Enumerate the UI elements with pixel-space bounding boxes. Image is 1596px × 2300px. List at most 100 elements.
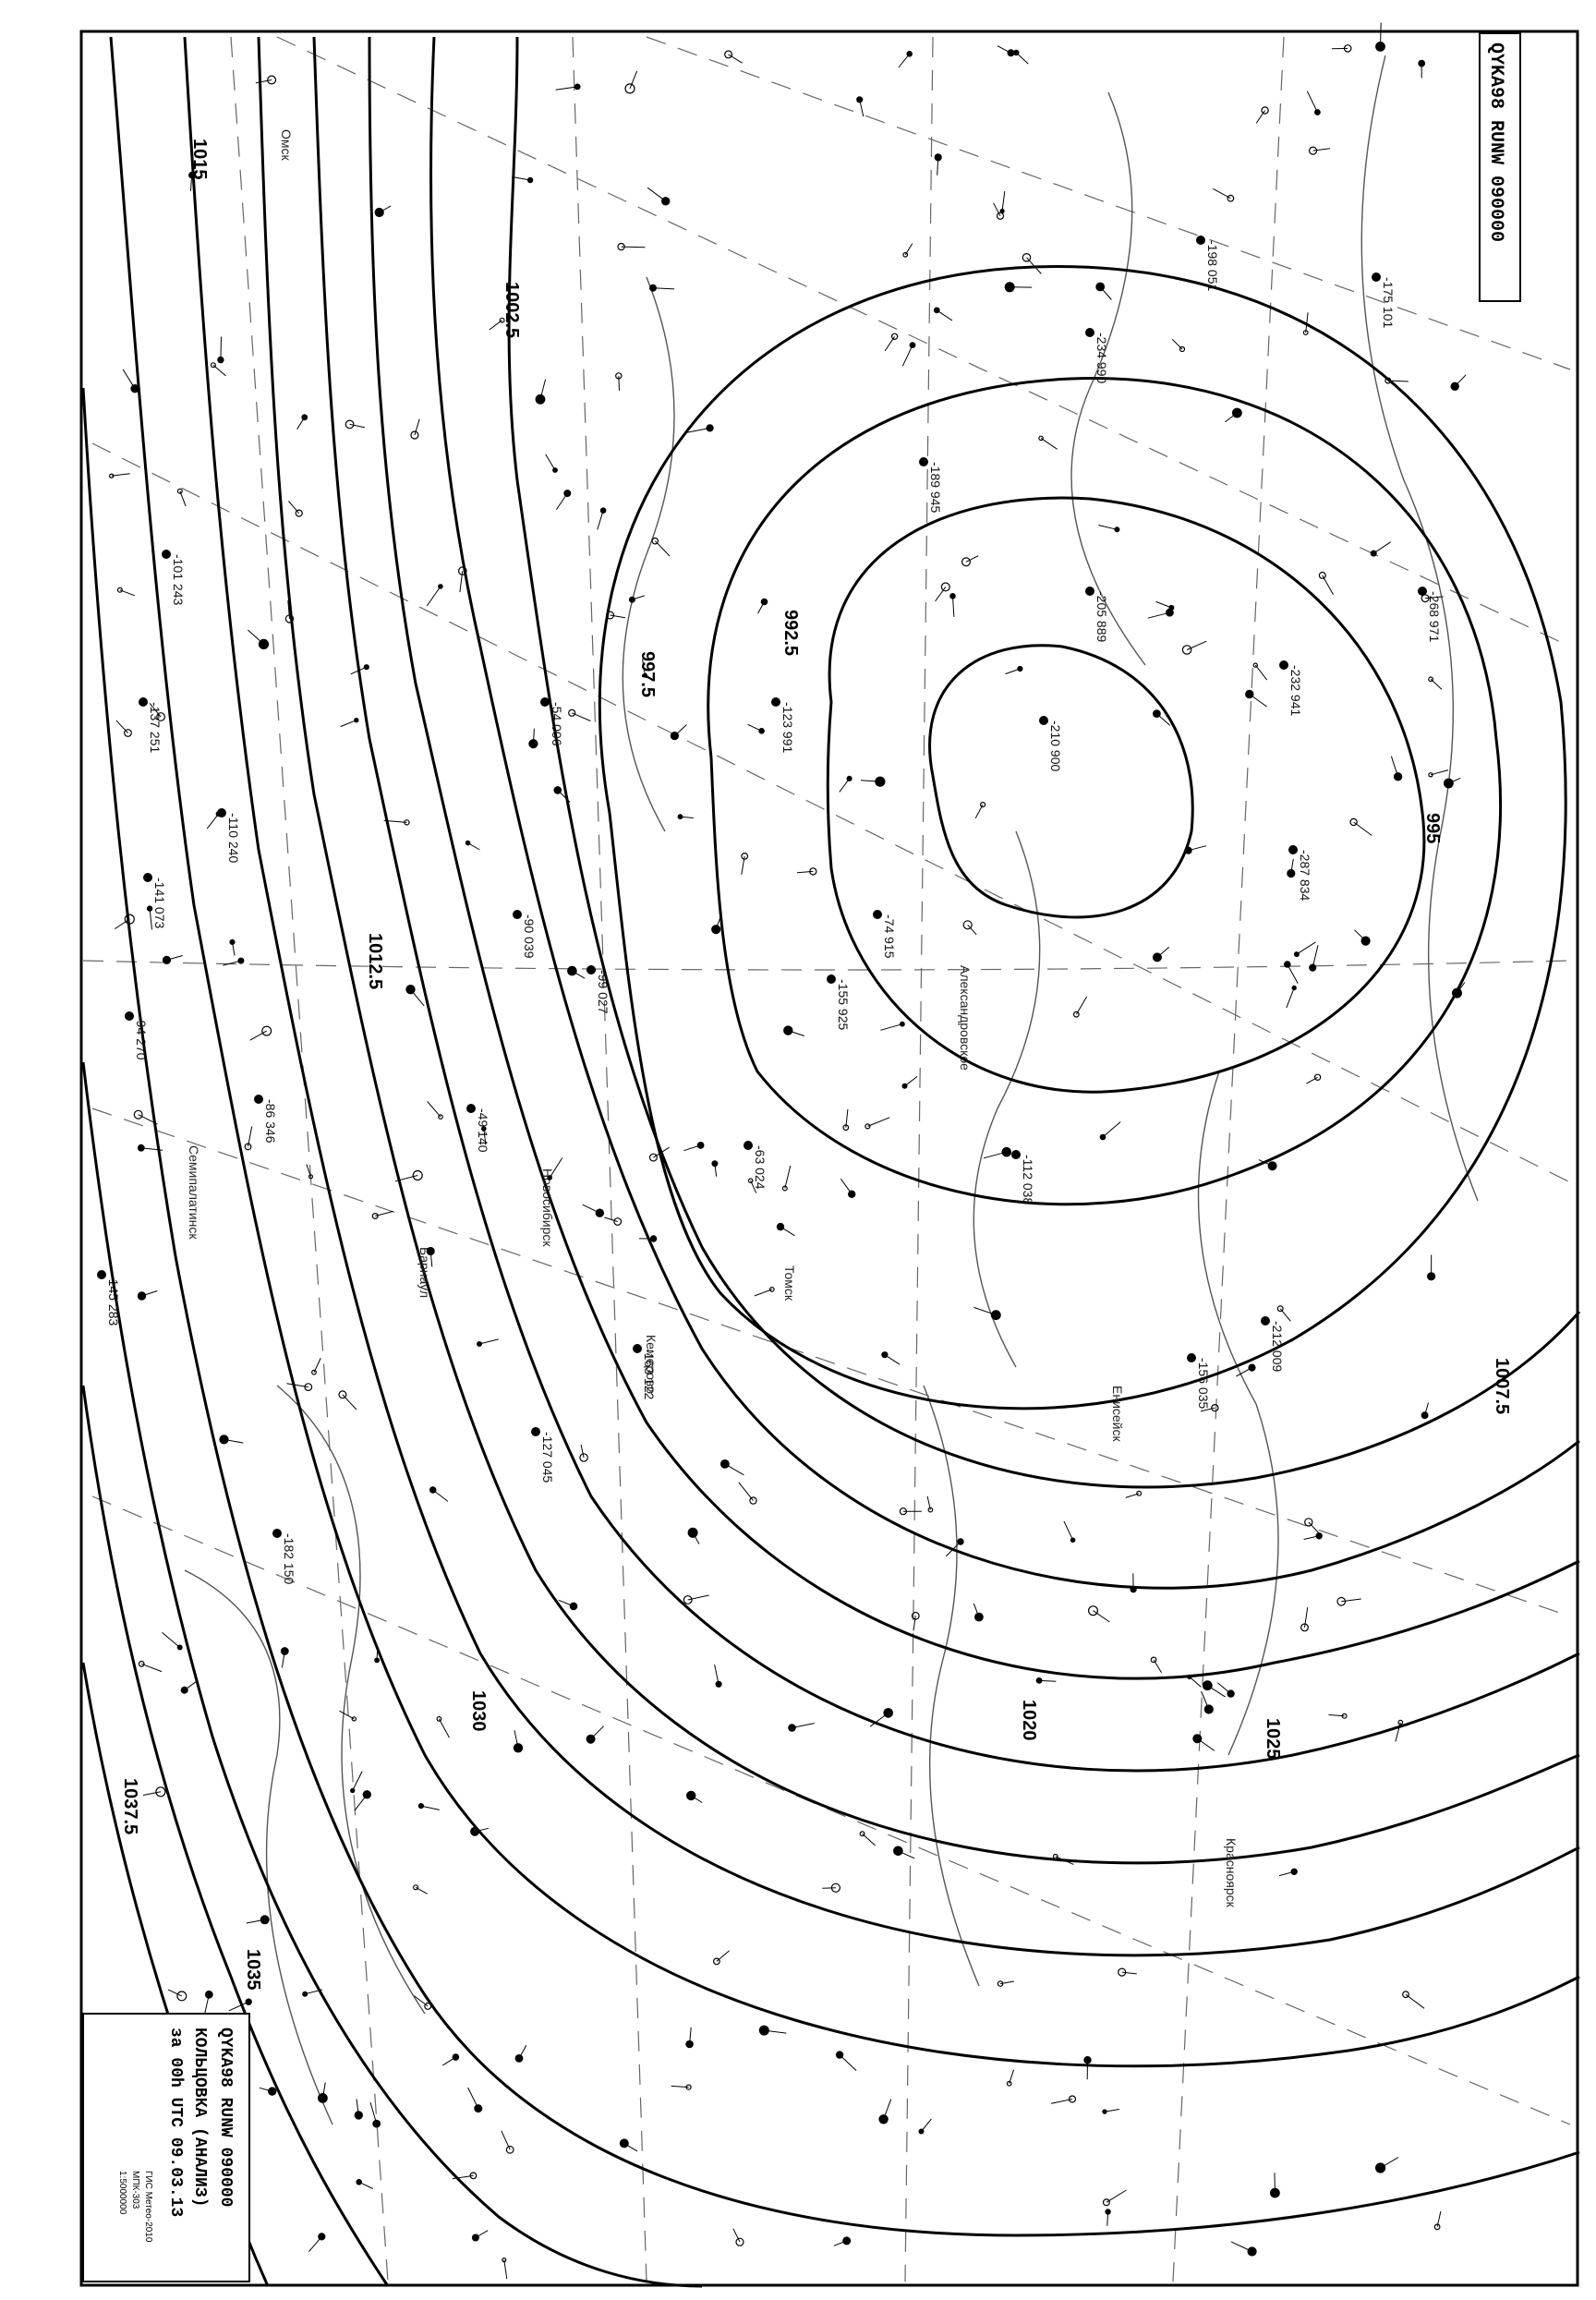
wind-barb xyxy=(115,720,128,733)
station-dot xyxy=(295,509,303,517)
isobar-label: 1007.5 xyxy=(1492,1358,1512,1414)
station-dot xyxy=(351,1716,357,1722)
wind-barb xyxy=(394,1175,418,1182)
station-plot: -90 039 xyxy=(522,914,537,959)
station-dot xyxy=(244,1143,252,1151)
station-dot xyxy=(412,1169,423,1181)
wind-barb xyxy=(474,1827,490,1833)
wind-barb xyxy=(952,596,955,617)
wind-barb xyxy=(623,2142,638,2152)
station-dot xyxy=(1068,2095,1077,2103)
station-dot xyxy=(1006,2080,1012,2087)
wind-barb xyxy=(686,427,710,433)
station-dot xyxy=(781,1185,788,1192)
wind-barb xyxy=(1213,188,1231,200)
wind-barb xyxy=(572,712,591,721)
station-dot xyxy=(1181,645,1192,655)
station-dot xyxy=(499,317,505,323)
wind-barb xyxy=(189,175,193,191)
station-plot: -127 045 xyxy=(540,1432,555,1483)
wind-barb xyxy=(1171,339,1183,350)
station-dot xyxy=(371,1212,379,1219)
wind-barb xyxy=(1304,1607,1309,1628)
wind-barb xyxy=(1303,1535,1320,1540)
station-dot xyxy=(1428,772,1433,778)
wind-barb xyxy=(1200,1407,1215,1412)
isobar-label: 1012.5 xyxy=(365,933,385,989)
wind-barb xyxy=(1075,996,1088,1015)
wind-barb xyxy=(674,724,687,736)
wind-barb xyxy=(921,2118,932,2132)
place-name: Томск xyxy=(782,1265,797,1301)
wind-barb xyxy=(1093,1610,1110,1623)
isobar-1007-5 xyxy=(368,36,1580,1680)
station-dot xyxy=(1102,2198,1110,2207)
station-dot xyxy=(749,1496,757,1505)
station-dot xyxy=(138,1660,145,1667)
station-dot xyxy=(124,729,132,737)
wind-barb xyxy=(459,571,464,593)
wind-barb xyxy=(420,1805,440,1810)
station-dot xyxy=(345,419,355,430)
wind-barb xyxy=(349,423,365,429)
isobar-label: 1015 xyxy=(189,139,210,180)
wind-barb xyxy=(1197,1737,1215,1751)
wind-barb xyxy=(582,1204,600,1214)
station-dot xyxy=(261,1025,272,1036)
wind-barb xyxy=(115,918,130,930)
wind-barb xyxy=(503,2259,508,2280)
wind-barb xyxy=(1106,2189,1127,2203)
station-dot xyxy=(124,914,135,925)
wind-barb xyxy=(1312,148,1330,151)
legend-title: КОЛЬЦОВКА (АНАЛИЗ) xyxy=(190,2028,209,2207)
place-name: Енисейск xyxy=(1110,1386,1125,1442)
isobar-1015 xyxy=(183,36,1580,1957)
wind-barb xyxy=(862,1833,877,1846)
wind-barb xyxy=(1286,987,1295,1009)
wind-barb xyxy=(937,309,953,321)
wind-barb xyxy=(647,187,666,202)
wind-barb xyxy=(1380,22,1382,47)
top-header-box: QYKA98 RUNW 090000 xyxy=(1479,32,1521,302)
wind-barb xyxy=(308,2236,322,2253)
wind-barb xyxy=(653,1146,670,1158)
wind-barb xyxy=(557,790,571,803)
wind-barb xyxy=(438,1718,450,1738)
station-dot xyxy=(267,75,277,85)
graticule xyxy=(82,36,1571,2282)
wind-barb xyxy=(376,1646,379,1661)
station-dot xyxy=(1252,662,1259,668)
wind-barb xyxy=(179,490,187,507)
wind-barb xyxy=(352,1771,363,1791)
wind-barb xyxy=(138,1114,158,1125)
wind-barb xyxy=(111,473,130,477)
station-dot xyxy=(696,1141,705,1149)
wind-barb xyxy=(141,1663,163,1673)
station-dot xyxy=(1136,1490,1143,1496)
wind-barb xyxy=(1156,947,1170,958)
wind-barb xyxy=(489,320,502,331)
station-dot xyxy=(661,197,671,206)
station-dot xyxy=(308,1174,314,1180)
wind-barb xyxy=(427,1101,441,1118)
wind-barb xyxy=(618,375,620,391)
wind-barb xyxy=(475,2230,489,2238)
station-dot xyxy=(940,582,950,592)
wind-barb xyxy=(354,1794,368,1811)
wind-barb xyxy=(1380,2157,1399,2169)
wind-barb xyxy=(555,492,568,510)
station-plot: -232 941 xyxy=(1288,665,1303,716)
wind-barb xyxy=(1026,257,1042,274)
station-plot: -163 122 xyxy=(642,1349,657,1399)
station-plot: -112 038 xyxy=(1021,1155,1035,1204)
station-dot xyxy=(741,853,749,860)
wind-barb xyxy=(539,379,547,400)
station-plot: -99 027 xyxy=(596,970,611,1014)
station-dot xyxy=(606,611,615,620)
filler-marks xyxy=(108,22,1467,2280)
isobar-1025 xyxy=(81,387,1580,2237)
wind-barb xyxy=(904,243,913,256)
wind-barb xyxy=(604,1217,618,1222)
legend-box: QYKA98 RUNW 090000 КОЛЬЦОВКА (АНАЛИЗ) за… xyxy=(82,2013,250,2282)
wind-barb xyxy=(1424,1402,1429,1416)
